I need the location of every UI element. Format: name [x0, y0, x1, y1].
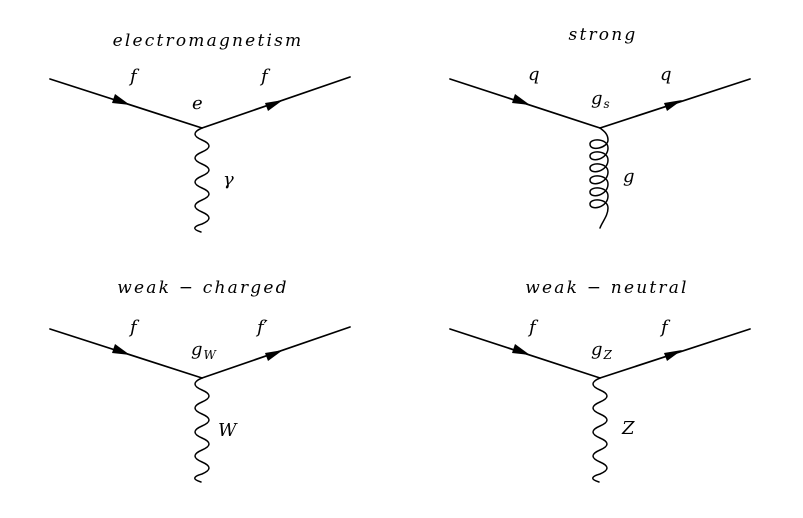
- incoming-arrow-icon: [112, 344, 130, 355]
- z-boson-wavy-line: [592, 377, 608, 483]
- title-weak-neutral: weak − neutral: [525, 278, 688, 298]
- outgoing-particle-label: f′: [255, 317, 268, 338]
- outgoing-arrow-icon: [265, 350, 283, 361]
- incoming-particle-label: f: [527, 317, 539, 338]
- boson-label: g: [623, 166, 635, 187]
- coupling-label: e: [192, 93, 203, 114]
- boson-label: γ: [223, 169, 234, 190]
- outgoing-particle-label: q: [660, 64, 672, 85]
- outgoing-arrow-icon: [664, 350, 682, 361]
- incoming-particle-label: f: [128, 66, 140, 87]
- incoming-arrow-icon: [512, 344, 530, 355]
- diagram-weak-neutral: weak − neutral f f gZ Z: [449, 278, 751, 483]
- title-strong: strong: [569, 25, 638, 45]
- outgoing-arrow-icon: [265, 100, 283, 111]
- incoming-particle-label: q: [528, 64, 540, 85]
- gluon-curly-line: [589, 127, 609, 229]
- diagram-weak-charged: weak − charged f f′ gW W: [49, 278, 351, 483]
- outgoing-particle-label: f: [659, 317, 671, 338]
- coupling-label: gW: [191, 339, 218, 362]
- title-weak-charged: weak − charged: [117, 278, 288, 298]
- incoming-particle-label: f: [128, 317, 140, 338]
- coupling-label: gZ: [591, 339, 613, 362]
- boson-label: Z: [621, 418, 635, 439]
- incoming-arrow-icon: [112, 94, 130, 105]
- diagram-strong: strong q q gs g: [449, 25, 751, 229]
- title-electromagnetism: electromagnetism: [113, 31, 304, 51]
- outgoing-particle-label: f: [259, 66, 271, 87]
- coupling-label: gs: [591, 88, 610, 111]
- incoming-arrow-icon: [512, 94, 530, 105]
- diagram-electromagnetism: electromagnetism f f e γ: [49, 31, 351, 233]
- boson-label: W: [218, 420, 238, 441]
- photon-wavy-line: [194, 127, 210, 233]
- w-boson-wavy-line: [194, 377, 210, 483]
- outgoing-arrow-icon: [664, 100, 682, 111]
